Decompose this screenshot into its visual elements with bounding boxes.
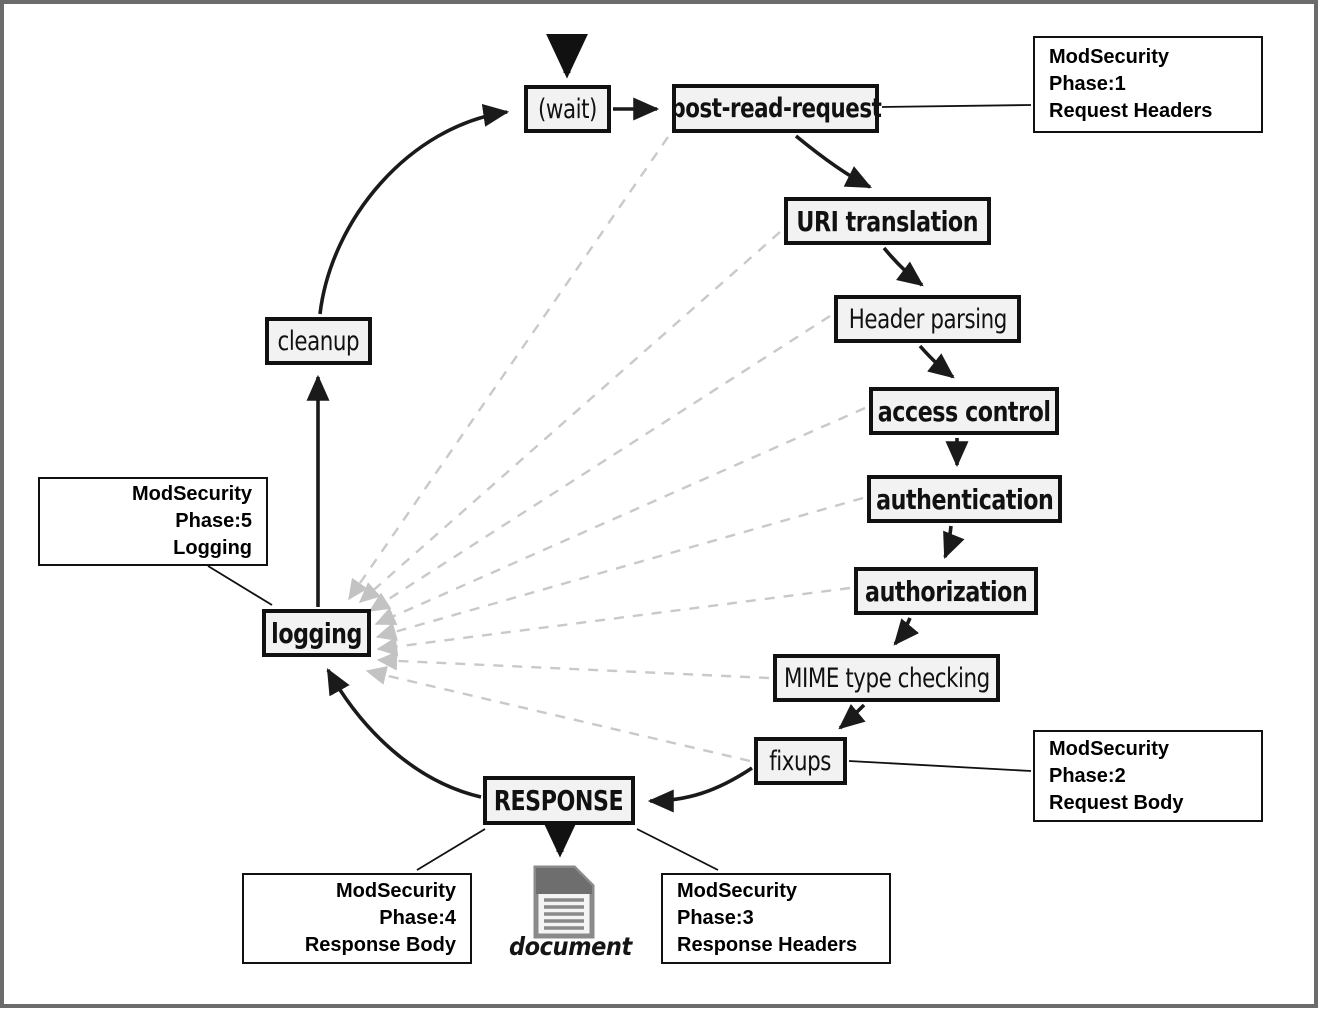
phase-box-header-parsing-label: Header parsing [848,303,1007,335]
annotation-phase-3-line1: ModSecurity Phase:3 [677,880,798,929]
dashed-edge-fixups [365,666,751,763]
dashed-edge-header-parsing [368,314,831,613]
annotation-phase-4: ModSecurity Phase:4 Response Body [242,873,472,964]
annotation-phase-2-line1: ModSecurity Phase:2 [1049,737,1170,787]
phase-box-fixups-label: fixups [769,745,832,777]
phase-box-access-control[interactable]: access control [869,387,1059,435]
phase-box-mime-type-checking[interactable]: MIME type checking [773,654,1000,702]
edge-mime-type-checking-to-fixups [838,703,866,730]
dashed-edge-post-read-request [348,136,669,601]
annotation-phase-3-line2: Response Headers [677,934,858,956]
edge-fixups-to-response [647,766,753,813]
phase-box-authentication[interactable]: authentication [867,475,1062,523]
annotation-phase-2-line2: Request Body [1049,791,1184,814]
dashed-edge-mime-type-checking [376,651,770,680]
edge-post-read-request-to-uri-translation [794,134,872,189]
leader-phase-1 [881,104,1032,108]
phase-box-mime-type-checking-label: MIME type checking [783,662,990,694]
phase-box-response-label: RESPONSE [494,784,624,817]
phase-box-cleanup[interactable]: cleanup [265,317,372,365]
edge-response-to-logging [326,668,482,799]
phase-box-uri-translation-label: URI translation [796,204,979,238]
annotation-phase-5-line2: Logging [173,537,252,559]
phase-box-response[interactable]: RESPONSE [483,776,635,825]
phase-box-post-read-request-label: post-read-request [669,93,882,124]
edge-header-parsing-to-access-control [918,344,955,379]
annotation-phase-2: ModSecurity Phase:2 Request Body [1033,730,1263,822]
edge-uri-translation-to-header-parsing [882,246,924,287]
phase-box-uri-translation[interactable]: URI translation [784,197,991,245]
leader-phase-3 [636,828,719,871]
dashed-edge-authorization [376,586,851,657]
document-icon [533,865,595,939]
phase-box-logging[interactable]: logging [262,609,371,657]
phase-box-logging-label: logging [271,616,362,650]
annotation-leader-lines [207,104,1032,871]
annotation-phase-4-line2: Response Body [304,934,456,956]
annotation-phase-1-line2: Request Headers [1049,100,1213,122]
dashed-edge-authentication [375,496,864,641]
annotation-phase-5: ModSecurity Phase:5 Logging [38,477,268,566]
leader-phase-2 [848,760,1032,772]
annotation-phase-1: ModSecurity Phase:1 Request Headers [1033,36,1263,133]
edge-authentication-to-authorization [943,525,965,560]
phase-box-authorization[interactable]: authorization [854,567,1038,615]
phase-box-header-parsing[interactable]: Header parsing [834,295,1021,343]
edge-authorization-to-mime-type-checking [893,617,920,646]
phase-box-post-read-request[interactable]: post-read-request [669,84,882,133]
solid-flow-edges [306,33,969,858]
phase-box-authorization-label: authorization [864,574,1028,608]
phase-box-wait[interactable]: (wait) [524,85,611,133]
document-label-text: document [509,932,632,961]
annotation-phase-3: ModSecurity Phase:3 Response Headers [661,873,891,964]
dashed-edge-access-control [374,406,866,626]
dashed-edge-uri-translation [358,231,781,603]
annotation-phase-4-line1: ModSecurity Phase:4 [335,880,456,929]
document-label: document [509,932,645,961]
leader-phase-5 [207,565,273,606]
phase-box-cleanup-label: cleanup [277,325,360,357]
phase-box-access-control-label: access control [877,394,1051,428]
annotation-phase-5-line1: ModSecurity Phase:5 [131,483,252,532]
edge-cleanup-to-wait [318,103,510,315]
phase-box-authentication-label: authentication [875,482,1054,516]
diagram-canvas [207,33,1032,939]
phase-box-fixups[interactable]: fixups [754,737,847,785]
dashed-logging-edges [348,136,866,763]
leader-phase-4 [416,828,486,871]
annotation-phase-1-line1: ModSecurity Phase:1 [1049,46,1170,95]
phase-box-wait-label: (wait) [538,93,597,125]
